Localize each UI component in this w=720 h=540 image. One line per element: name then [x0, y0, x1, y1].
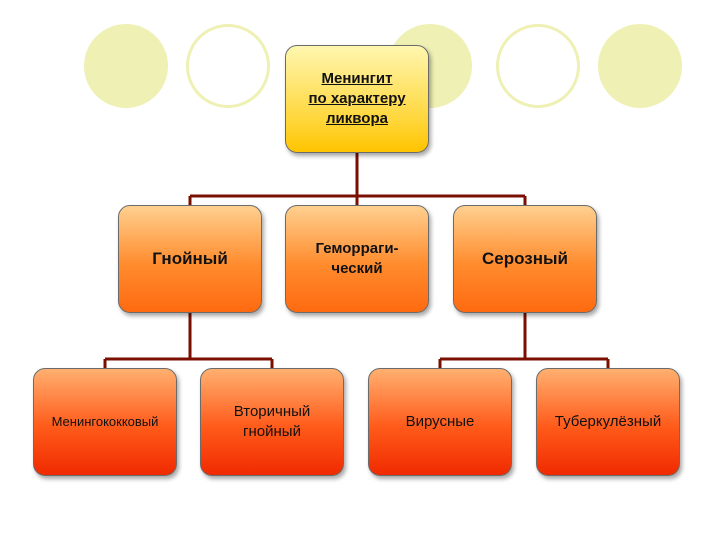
decor-circle-1	[84, 24, 168, 108]
type-node-gnoyny: Гнойный	[118, 205, 262, 313]
subtype-node-meningokokkovy: Менингококковый	[33, 368, 177, 476]
subtype-node-vtorichny: Вторичный гнойный	[200, 368, 344, 476]
root-label: Менингит по характеру ликвора	[308, 70, 406, 127]
type-label: Геморраги- ческий	[315, 240, 399, 277]
decor-ring-2	[496, 24, 580, 108]
subtype-label: Менингококковый	[51, 414, 159, 429]
root-node: Менингит по характеру ликвора	[285, 45, 429, 153]
subtype-label: Вирусные	[405, 413, 475, 430]
type-label: Гнойный	[152, 249, 228, 268]
type-node-gemorragichesky: Геморраги- ческий	[285, 205, 429, 313]
type-label: Серозный	[482, 249, 568, 268]
decor-ring-1	[186, 24, 270, 108]
type-node-serozny: Серозный	[453, 205, 597, 313]
decor-circle-3	[598, 24, 682, 108]
subtype-label: Туберкулёзный	[554, 413, 662, 430]
subtype-node-virusnye: Вирусные	[368, 368, 512, 476]
subtype-label: Вторичный гнойный	[233, 403, 311, 440]
subtype-node-tuberkulezny: Туберкулёзный	[536, 368, 680, 476]
